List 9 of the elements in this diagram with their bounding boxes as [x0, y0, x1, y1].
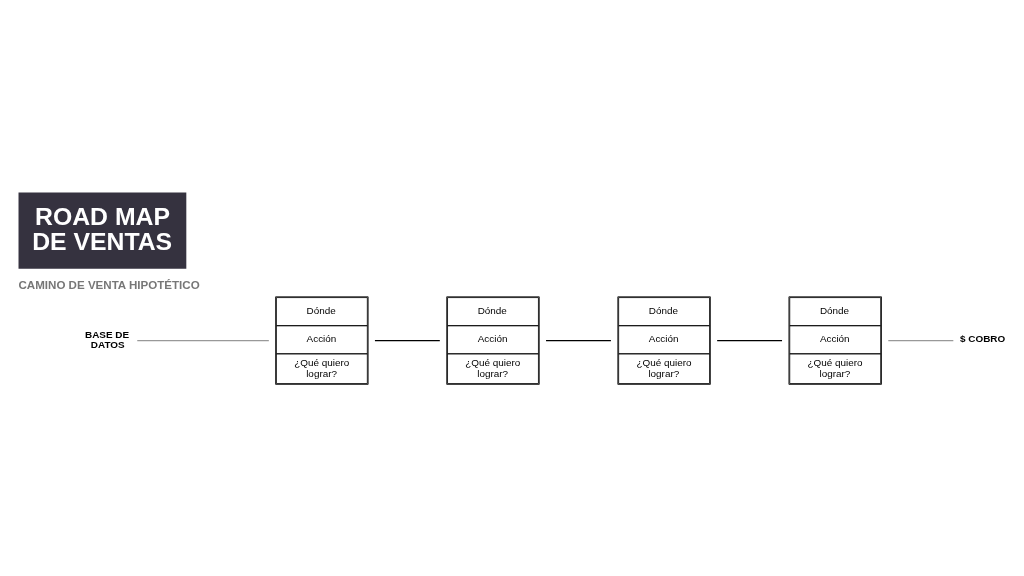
connector [545, 339, 612, 341]
diagram-title: ROAD MAP DE VENTAS [32, 202, 173, 255]
node-text: BASE DE DATOS [85, 328, 130, 350]
connector [374, 339, 441, 341]
label: CAMINO DE VENTA HIPOTÉTICO [18, 278, 200, 291]
node-text: $ COBRO [960, 332, 1006, 344]
connector [887, 339, 954, 341]
connector [716, 339, 783, 341]
connector [136, 339, 270, 341]
